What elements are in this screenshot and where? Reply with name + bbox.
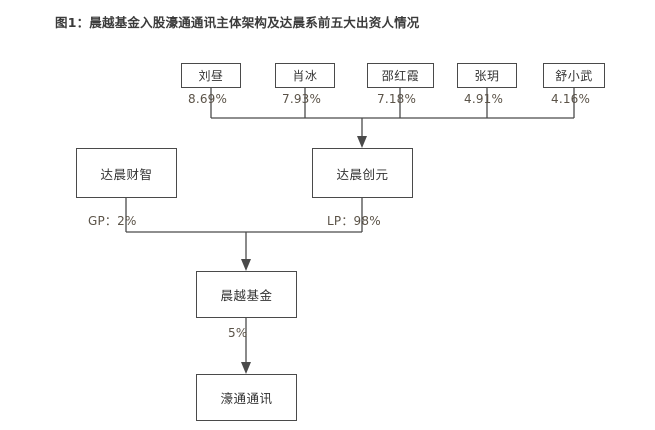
shareholder-name: 刘昼 [198,69,224,83]
target-name: 濠通通讯 [220,391,273,406]
shareholder-box-5[interactable]: 舒小武 [543,63,605,88]
gp-firm-name: 达晨财智 [100,166,153,182]
stake-label-1: 8.69% [188,92,228,106]
stake-label-2: 7.93% [282,92,322,106]
shareholder-name: 舒小武 [555,69,593,83]
lp-role-label: LP：98% [327,214,381,228]
shareholder-box-1[interactable]: 刘昼 [181,63,241,88]
arrow-head-to-lp-firm [357,136,367,148]
stake-label-5: 4.16% [551,92,591,106]
shareholder-name: 肖冰 [292,69,318,83]
gp-role-label: GP：2% [88,214,137,228]
lp-firm-name: 达晨创元 [336,166,389,182]
shareholder-box-3[interactable]: 邵红霞 [367,63,434,88]
stake-label-3: 7.18% [377,92,417,106]
fund-stake-label: 5% [228,326,248,340]
fund-box[interactable]: 晨越基金 [196,271,297,318]
shareholder-name: 张玥 [474,69,500,83]
fund-name: 晨越基金 [220,288,273,303]
arrow-head-to-target [241,362,251,374]
stake-label-4: 4.91% [464,92,504,106]
shareholder-name: 邵红霞 [381,69,420,83]
target-box[interactable]: 濠通通讯 [196,374,297,421]
lp-firm-box[interactable]: 达晨创元 [312,148,413,198]
shareholder-box-2[interactable]: 肖冰 [275,63,335,88]
figure-title: 图1：晨越基金入股濠通通讯主体架构及达晨系前五大出资人情况 [55,15,420,30]
gp-firm-box[interactable]: 达晨财智 [76,148,177,198]
shareholder-box-4[interactable]: 张玥 [457,63,517,88]
arrow-head-to-fund [241,259,251,271]
